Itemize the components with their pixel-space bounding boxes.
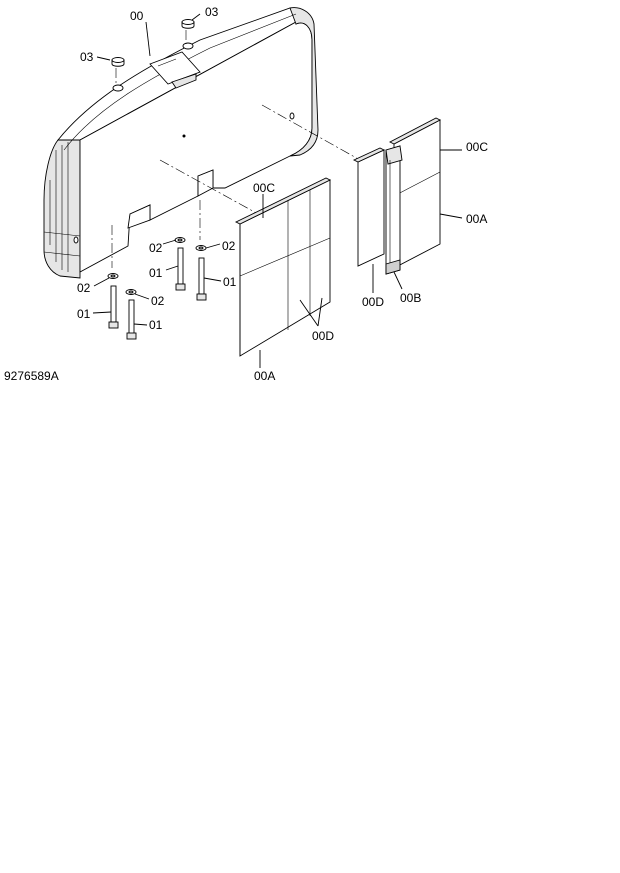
callout-washer-3: 02	[77, 281, 91, 295]
callout-panel-d-left: 00D	[312, 329, 334, 343]
washer-1	[174, 237, 186, 243]
callout-panel-c-left: 00C	[253, 181, 275, 195]
callout-panel-d-right: 00D	[362, 295, 384, 309]
panel-stack-right	[352, 117, 441, 275]
callout-washer-2: 02	[222, 239, 236, 253]
counterweight	[43, 7, 319, 279]
callout-washer-4: 02	[151, 294, 165, 308]
washer-2	[195, 245, 207, 251]
callout-panel-a-right: 00A	[466, 212, 487, 226]
callout-counterweight: 00	[130, 9, 144, 23]
callout-bolt-1: 01	[149, 266, 163, 280]
callout-cap-top-left: 03	[80, 50, 94, 64]
callout-bolt-3: 01	[77, 307, 91, 321]
washer-3	[107, 273, 119, 279]
callout-panel-c-right: 00C	[466, 140, 488, 154]
callout-panel-b: 00B	[400, 291, 421, 305]
washer-4	[125, 289, 137, 295]
bolt-1	[175, 247, 186, 291]
callout-bolt-2: 01	[223, 275, 237, 289]
callout-labels: 00 03 03 00C 00C 00A 00D 00B 00D 00A 02 …	[77, 5, 488, 383]
cap-top-left	[111, 57, 125, 67]
bolt-3	[108, 285, 119, 329]
bolt-2	[196, 257, 207, 301]
callout-washer-1: 02	[149, 241, 163, 255]
callout-panel-a-left: 00A	[254, 369, 275, 383]
center-lines	[111, 30, 361, 268]
cap-top-right	[181, 19, 195, 29]
bolt-4	[126, 299, 137, 340]
callout-cap-top-right: 03	[205, 5, 219, 19]
callout-bolt-4: 01	[149, 318, 163, 332]
drawing-number: 9276589A	[4, 369, 59, 383]
panel-stack-left	[234, 177, 332, 357]
leader-lines	[92, 13, 463, 368]
